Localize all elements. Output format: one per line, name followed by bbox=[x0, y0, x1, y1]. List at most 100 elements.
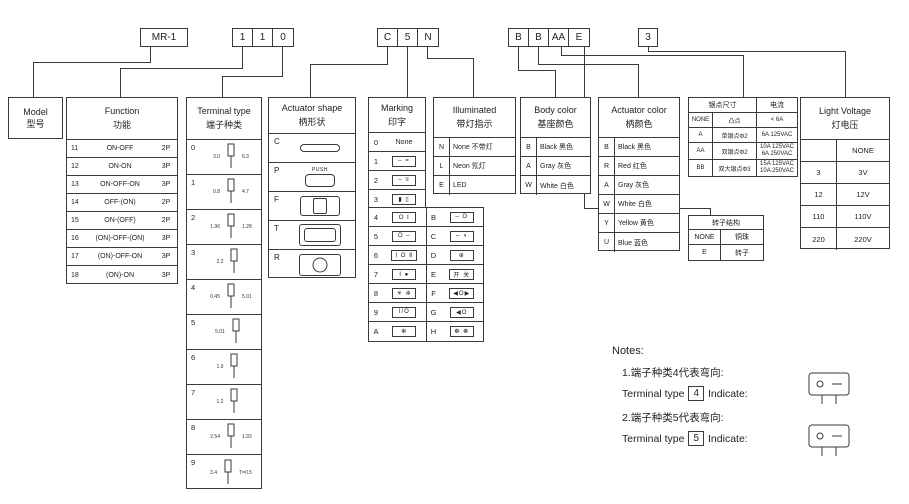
connector-line bbox=[427, 58, 474, 59]
body-color-header: Body color 基座颜色 bbox=[521, 98, 590, 138]
function-code: 11 bbox=[71, 145, 79, 152]
terminal-lug-icon bbox=[225, 388, 243, 416]
actuator-shape-code: T bbox=[274, 224, 279, 233]
actuator-shape-header-zh: 柄形状 bbox=[298, 117, 326, 127]
marking-row: 3 ▮ ▯ bbox=[369, 190, 425, 209]
code-voltage-text: 3 bbox=[645, 32, 651, 43]
actuator-color-text: Gray 灰色 bbox=[618, 182, 650, 189]
code-digit: 1 bbox=[233, 29, 253, 46]
marking-half: 4 O Ⅰ bbox=[369, 211, 426, 223]
marking-code: 9 bbox=[373, 307, 379, 317]
body-color-row: W White 白色 bbox=[521, 176, 590, 195]
code-digit: N bbox=[424, 32, 432, 43]
marking-symbol-box: Ⅰ O Ⅱ bbox=[391, 249, 418, 261]
terminal-lug-icon bbox=[222, 178, 240, 206]
marking-code: 7 bbox=[373, 269, 379, 279]
function-table: Function 功能 11 ON-OFF 2P 12 ON-ON 3P 13 … bbox=[66, 97, 178, 284]
body-color-rows: B Black 黑色 A Gray 灰色 W White 白色 bbox=[521, 138, 590, 195]
note1-code-box: 4 bbox=[688, 386, 705, 401]
light-voltage-row: 3 3V bbox=[801, 162, 889, 184]
function-code: 18 bbox=[71, 271, 79, 279]
body-color-header-zh: 基座颜色 bbox=[537, 119, 574, 129]
marking-header-zh: 印字 bbox=[387, 116, 406, 127]
push-label: PUSH bbox=[312, 167, 328, 173]
terminal-lug-icon bbox=[227, 318, 245, 346]
marking-code: B bbox=[430, 212, 436, 222]
function-poles: 2P bbox=[161, 199, 171, 206]
function-code: 15 bbox=[71, 217, 79, 224]
marking-half: 5 O – bbox=[369, 230, 426, 242]
function-code: 14 bbox=[71, 199, 79, 206]
body-color-row: A Gray 灰色 bbox=[521, 157, 590, 176]
contact-row: A 单银点Φ2 6A 125VAC bbox=[689, 128, 797, 143]
marking-half: 7 Ⅰ ● bbox=[369, 268, 426, 280]
code-digit: E bbox=[575, 32, 583, 43]
terminal-dimension: 4.7 bbox=[242, 189, 249, 195]
light-voltage-row: 12 12V bbox=[801, 184, 889, 206]
light-voltage-header-zh: 灯电压 bbox=[831, 120, 859, 130]
light-voltage-row: 220 220V bbox=[801, 228, 889, 250]
actuator-shape-drawing: PUSH bbox=[285, 167, 355, 187]
contact-current: < 6A bbox=[770, 116, 784, 123]
terminal-row: 0 3.0 6.3 bbox=[187, 140, 261, 175]
terminal-code: 0 bbox=[191, 143, 196, 152]
light-voltage-code: 12 bbox=[801, 184, 837, 205]
marking-paired-row: 9 I/O G ◀O bbox=[369, 303, 483, 322]
function-poles: 3P bbox=[161, 181, 171, 188]
rotor-name: 铜珠 bbox=[735, 234, 749, 241]
connector-line bbox=[120, 68, 121, 97]
marking-half: 8 ✳ ❄ bbox=[369, 287, 426, 299]
actuator-shape-header: Actuator shape 柄形状 bbox=[269, 98, 355, 134]
connector-line bbox=[150, 47, 151, 62]
connector-line bbox=[222, 76, 223, 97]
code-model-text: MR-1 bbox=[151, 32, 177, 43]
contact-row: AA 双银点Φ2 10A 125VAC 6A 250VAC bbox=[689, 143, 797, 160]
marking-code: G bbox=[430, 307, 437, 317]
actuator-shape-rows: C P PUSH F bbox=[269, 134, 355, 279]
contact-table-header: 银点尺寸 电流 bbox=[689, 98, 797, 113]
illuminated-text: None 不带灯 bbox=[453, 144, 493, 151]
marking-code: 2 bbox=[373, 175, 379, 185]
marking-half: D ⊕ bbox=[425, 246, 484, 264]
body-color-code: B bbox=[521, 138, 537, 156]
marking-row: 1 – = bbox=[369, 152, 425, 171]
marking-table-lower: 4 O Ⅰ B – O 5 O – C – ◑ bbox=[368, 207, 484, 342]
marking-symbol-box: Ⅰ ● bbox=[392, 268, 417, 280]
terminal-rows: 0 3.0 6.3 1 0.8 bbox=[187, 140, 261, 490]
contact-size-current-table: 银点尺寸 电流 NONE 凸点 < 6A A 单银点Φ2 6A 125VAC A… bbox=[688, 97, 798, 177]
contact-code: BB bbox=[689, 160, 713, 176]
terminal-dimension: 5.01 bbox=[215, 329, 225, 335]
marking-code: 4 bbox=[373, 212, 379, 222]
terminal-row: 3 2.2 bbox=[187, 245, 261, 280]
function-name: ON-OFF bbox=[106, 145, 134, 152]
terminal-drawing: 2.2 bbox=[201, 248, 261, 276]
marking-paired-row: 4 O Ⅰ B – O bbox=[369, 208, 483, 227]
terminal-dimension: 0.8 bbox=[213, 189, 220, 195]
rotor-structure-table: 转子结构 NONE 铜珠 E 转子 bbox=[688, 215, 764, 261]
terminal-header-en: Terminal type bbox=[197, 106, 251, 116]
function-row: 11 ON-OFF 2P bbox=[67, 140, 177, 158]
terminal-lug-icon bbox=[222, 143, 240, 171]
light-voltage-code: 110 bbox=[801, 206, 837, 227]
actuator-color-code: W bbox=[599, 195, 615, 213]
notes-title: Notes: bbox=[612, 345, 644, 357]
actuator-color-code: Y bbox=[599, 214, 615, 232]
marking-symbol-box: ✻ bbox=[392, 326, 417, 337]
marking-symbol-text: None bbox=[395, 138, 413, 146]
actuator-shape-drawing bbox=[285, 196, 355, 216]
contact-name: 凸点 bbox=[713, 113, 757, 127]
connector-line bbox=[310, 64, 311, 97]
model-box: Model 型号 bbox=[8, 97, 63, 139]
function-name: ON-(OFF) bbox=[104, 217, 136, 224]
actuator-color-row: Y Yellow 黄色 bbox=[599, 214, 679, 233]
marking-paired-row: 5 O – C – ◑ bbox=[369, 227, 483, 246]
light-voltage-code bbox=[801, 140, 837, 161]
marking-code: 6 bbox=[373, 250, 379, 260]
function-poles: 3P bbox=[161, 253, 171, 260]
connector-line bbox=[387, 47, 388, 64]
contact-current: 6A 125VAC bbox=[761, 131, 793, 138]
illuminated-header: Illuminated 带灯指示 bbox=[434, 98, 515, 138]
light-voltage-code: 3 bbox=[801, 162, 837, 183]
function-header: Function 功能 bbox=[67, 98, 177, 140]
